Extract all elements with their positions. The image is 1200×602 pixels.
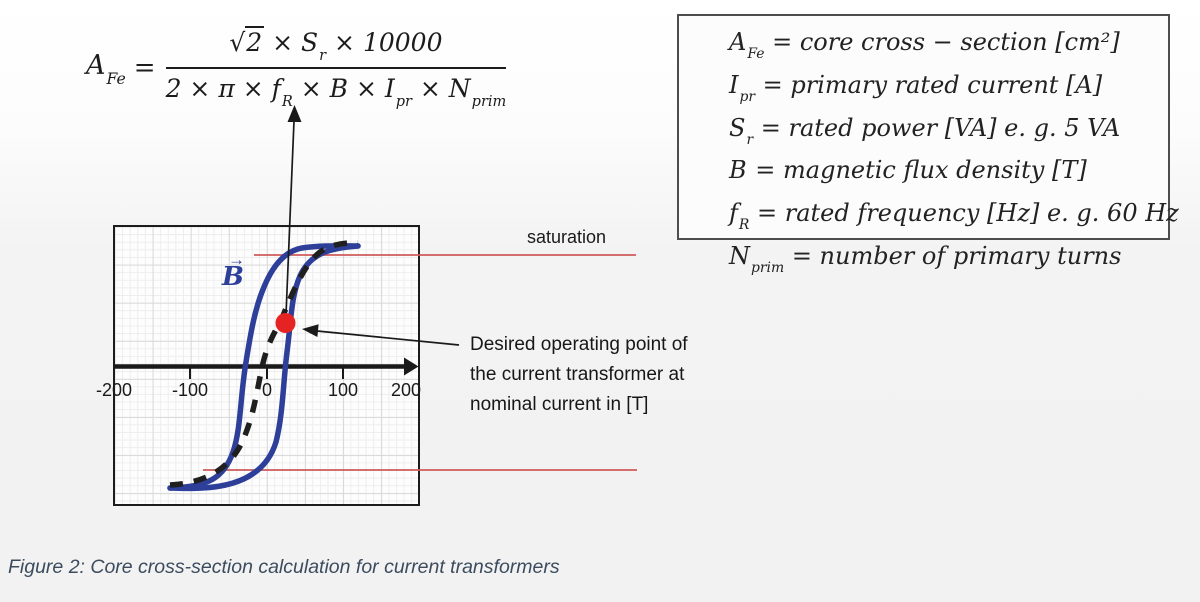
definition-text: = magnetic flux density [T]	[747, 156, 1087, 185]
symbol-sub: r	[746, 131, 754, 148]
formula-lhs-base: A	[86, 50, 106, 82]
formula-equals: =	[133, 52, 156, 83]
annotation-line: Desired operating point of	[470, 334, 688, 355]
formula-lhs-sub: Fe	[106, 68, 126, 88]
symbol-sub: Fe	[747, 46, 765, 63]
legend-line-afe: AFe = core cross − section [cm²]	[729, 26, 1152, 69]
annotation-line: the current transformer at	[470, 364, 685, 385]
b-vector-label: → B	[221, 251, 245, 290]
fraction-bar	[165, 67, 507, 69]
legend-line-sr: Sr = rated power [VA] e. g. 5 VA	[729, 112, 1152, 155]
legend-line-b: B = magnetic flux density [T]	[729, 154, 1152, 197]
hysteresis-plot-box	[113, 225, 420, 506]
denominator-sub1: R	[281, 93, 293, 110]
denominator-part2: × B × I	[292, 74, 395, 103]
sqrt-argument: 2	[245, 26, 265, 57]
core-cross-section-formula: AFe = √2 × Sr × 10000 2 × π × fR × B × I…	[86, 26, 507, 110]
x-axis-label-minus100: -100	[171, 380, 209, 400]
sqrt-sign: √	[229, 28, 246, 57]
symbol-base: S	[729, 113, 746, 142]
denominator-sub2: pr	[395, 93, 412, 110]
vector-arrow-icon: →	[228, 250, 245, 269]
definition-text: = core cross − section [cm²]	[764, 28, 1120, 56]
legend-line-fr: fR = rated frequency [Hz] e. g. 60 Hz	[729, 197, 1179, 240]
x-axis-label-zero: 0	[261, 380, 273, 400]
variable-definitions-box: AFe = core cross − section [cm²] Ipr = p…	[677, 14, 1179, 276]
x-axis-label-minus200: -200	[95, 380, 133, 400]
x-axis-label-200: 200	[390, 380, 422, 400]
legend-line-ipr: Ipr = primary rated current [A]	[729, 69, 1152, 112]
symbol-base: f	[729, 199, 738, 228]
symbol-sub: pr	[739, 89, 756, 106]
definition-text: = primary rated current [A]	[755, 70, 1103, 99]
annotation-line: nominal current in [T]	[470, 394, 649, 415]
definition-text: = number of primary turns	[784, 241, 1122, 270]
b-letter: B	[222, 262, 244, 292]
numerator-sub: r	[319, 47, 327, 64]
saturation-label: saturation	[527, 227, 607, 247]
symbol-base: N	[729, 241, 750, 270]
symbol-base: A	[729, 28, 747, 56]
denominator-part3: × N	[411, 74, 471, 103]
symbol-base: B	[729, 156, 747, 185]
symbol-sub: R	[738, 217, 750, 234]
operating-point-annotation: Desired operating point of the current t…	[470, 330, 688, 420]
legend-line-nprim: Nprim = number of primary turns	[729, 240, 1152, 283]
definition-text: = rated power [VA] e. g. 5 VA	[753, 113, 1121, 142]
formula-numerator: √2 × Sr × 10000	[217, 26, 454, 67]
figure-caption: Figure 2: Core cross-section calculation…	[8, 556, 560, 578]
symbol-sub: prim	[751, 260, 785, 277]
numerator-end: × 10000	[326, 28, 443, 57]
formula-fraction: √2 × Sr × 10000 2 × π × fR × B × Ipr × N…	[165, 26, 507, 110]
symbol-base: I	[729, 70, 739, 99]
denominator-sub3: prim	[471, 93, 507, 110]
formula-denominator: 2 × π × fR × B × Ipr × Nprim	[165, 69, 507, 110]
denominator-part1: 2 × π × f	[165, 74, 281, 103]
definition-text: = rated frequency [Hz] e. g. 60 Hz	[749, 199, 1179, 228]
x-axis-label-100: 100	[327, 380, 359, 400]
numerator-mid: × S	[264, 28, 319, 57]
formula-lhs: AFe	[86, 50, 126, 87]
